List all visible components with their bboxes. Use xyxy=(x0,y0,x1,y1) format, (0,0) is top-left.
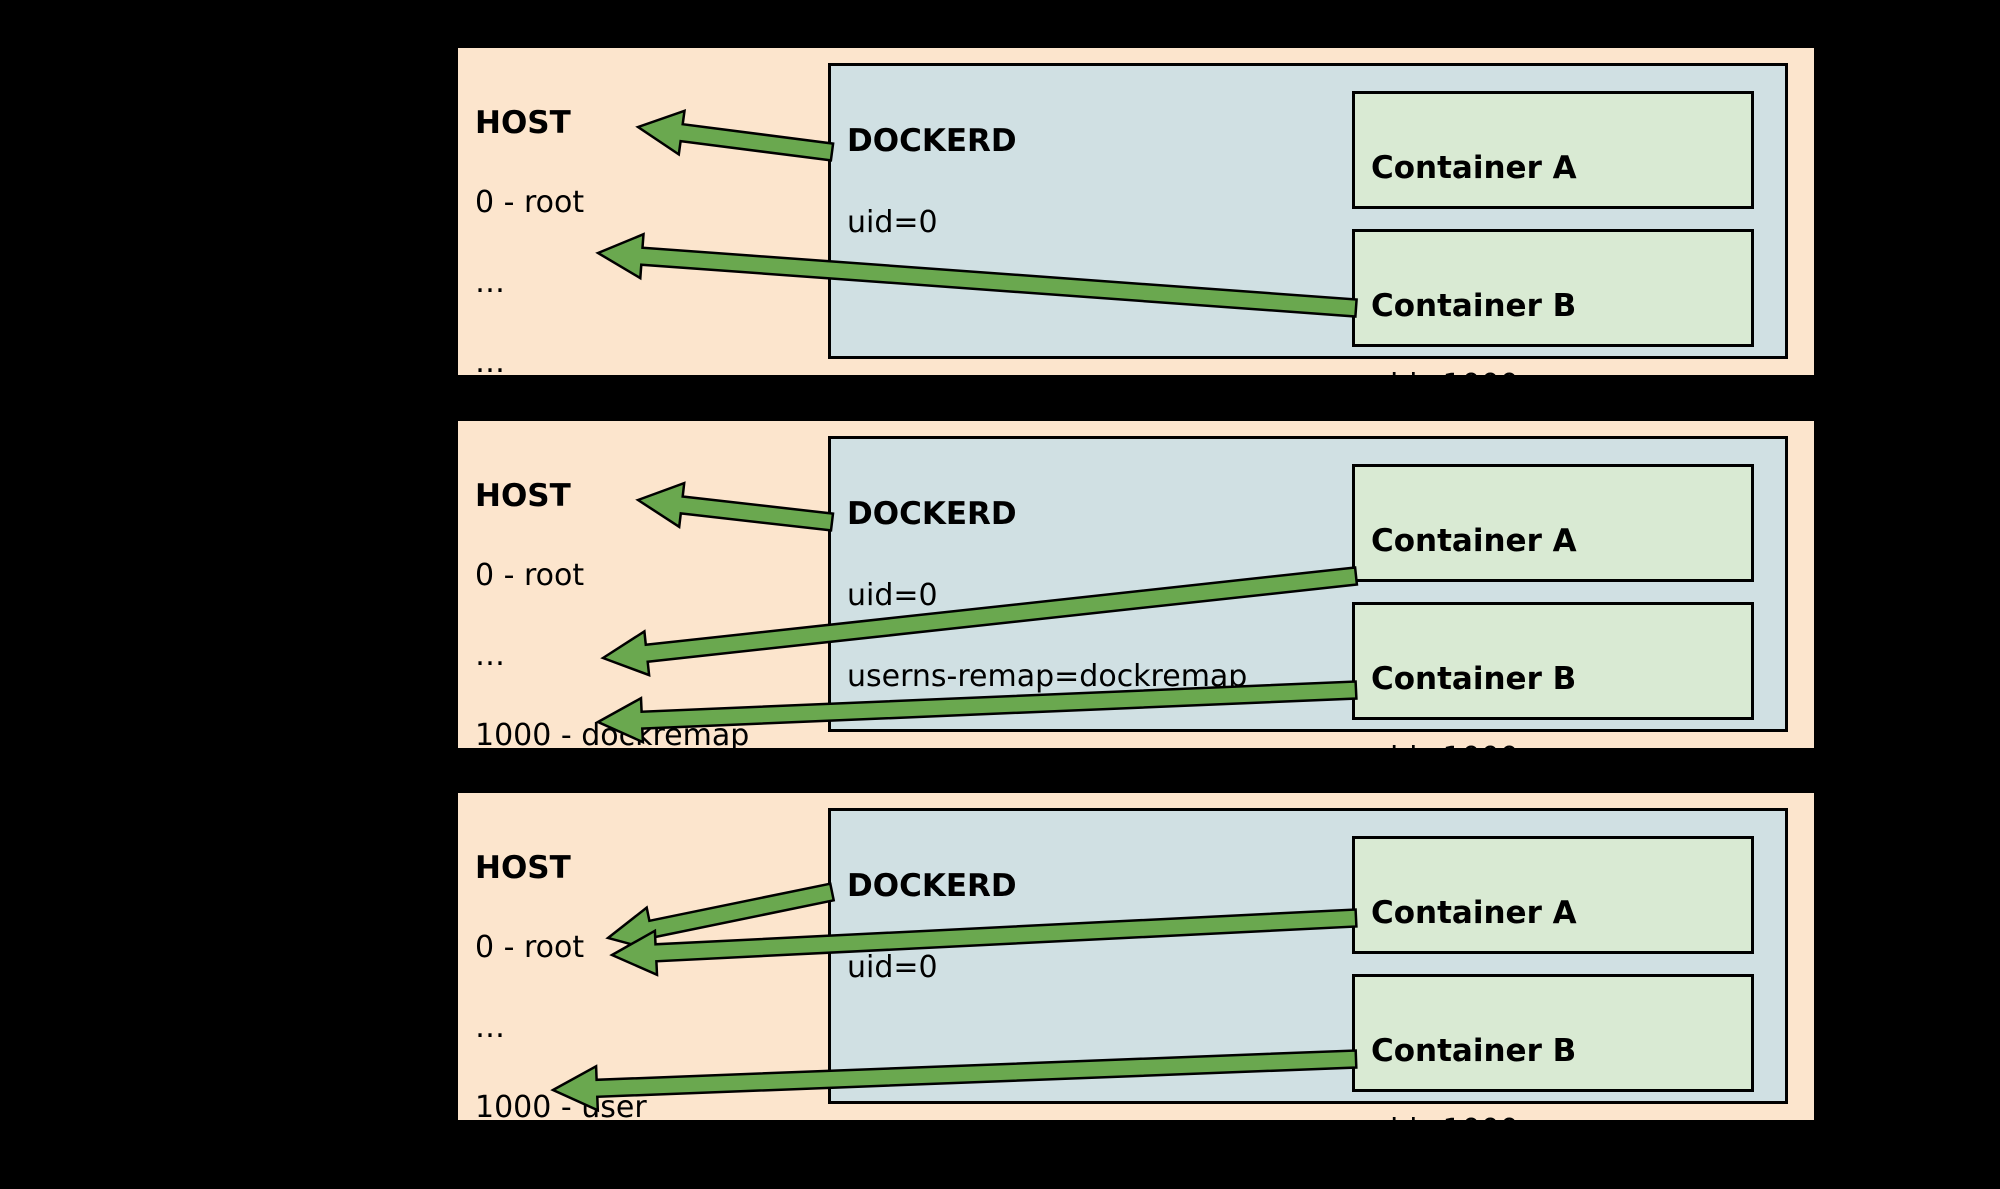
container-a-title: Container A xyxy=(1371,523,1577,559)
container-b-title: Container B xyxy=(1371,1033,1577,1069)
dockerd-userns-remap-line: userns-remap=dockremap xyxy=(847,659,1248,694)
dockerd-title: DOCKERD xyxy=(847,123,1017,159)
host-title: HOST xyxy=(475,105,571,141)
dockerd-title: DOCKERD xyxy=(847,496,1017,532)
container-a-box: Container A uid=0 xyxy=(1352,91,1754,265)
container-b-title: Container B xyxy=(1371,661,1577,697)
container-b-box: Container B uid=1000 xyxy=(1352,974,1754,1148)
dockerd-uid-line: uid=0 xyxy=(847,950,938,985)
host-ellipsis-line: … xyxy=(475,345,505,380)
panel-userns-remap-dockremap: HOST 0 - root … 1000 - dockremap subuid … xyxy=(455,418,1817,1041)
container-a-box: Container A uid=0 xyxy=(1352,464,1754,638)
container-a-title: Container A xyxy=(1371,895,1577,931)
host-block: HOST 0 - root … 1000 - user subuid 10001… xyxy=(475,809,747,1189)
container-b-box: Container B uid=1000 xyxy=(1352,229,1754,403)
host-uid-line: 1000 - user xyxy=(475,1090,647,1125)
host-uid-line: 0 - root xyxy=(475,930,585,965)
host-title: HOST xyxy=(475,478,571,514)
container-b-uid-line: uid=1000 xyxy=(1371,1113,1519,1148)
dockerd-uid-line: uid=0 xyxy=(847,578,938,613)
host-uid-line: 1000 - dockremap xyxy=(475,718,750,753)
dockerd-title: DOCKERD xyxy=(847,868,1017,904)
dockerd-box: DOCKERD uid=0 Container A uid=0 Containe… xyxy=(828,808,1788,1148)
host-ellipsis-line: … xyxy=(475,1010,505,1045)
host-subuid-line: subuid 10001:65536 xyxy=(499,1169,748,1189)
dockerd-box: DOCKERD uid=0 userns-remap=dockremap Con… xyxy=(828,436,1788,776)
container-b-uid-line: uid=1000 xyxy=(1371,741,1519,776)
container-a-box: Container A uid=0 xyxy=(1352,836,1754,1010)
host-ellipsis-line: … xyxy=(475,265,505,300)
panel-userns-remap-user: HOST 0 - root … 1000 - user subuid 10001… xyxy=(455,790,1817,1189)
dockerd-uid-line: uid=0 xyxy=(847,205,938,240)
host-uid-line: 0 - root xyxy=(475,185,585,220)
container-b-uid-line: uid=1000 xyxy=(1371,368,1519,403)
container-b-title: Container B xyxy=(1371,288,1577,324)
host-ellipsis-line: … xyxy=(475,638,505,673)
container-b-box: Container B uid=1000 xyxy=(1352,602,1754,776)
container-a-title: Container A xyxy=(1371,150,1577,186)
panel-default-mapping: HOST 0 - root … … 1000 - DOCKERD uid=0 C… xyxy=(455,45,1817,460)
dockerd-box: DOCKERD uid=0 Container A uid=0 Containe… xyxy=(828,63,1788,403)
host-title: HOST xyxy=(475,850,571,886)
host-uid-line: 0 - root xyxy=(475,558,585,593)
